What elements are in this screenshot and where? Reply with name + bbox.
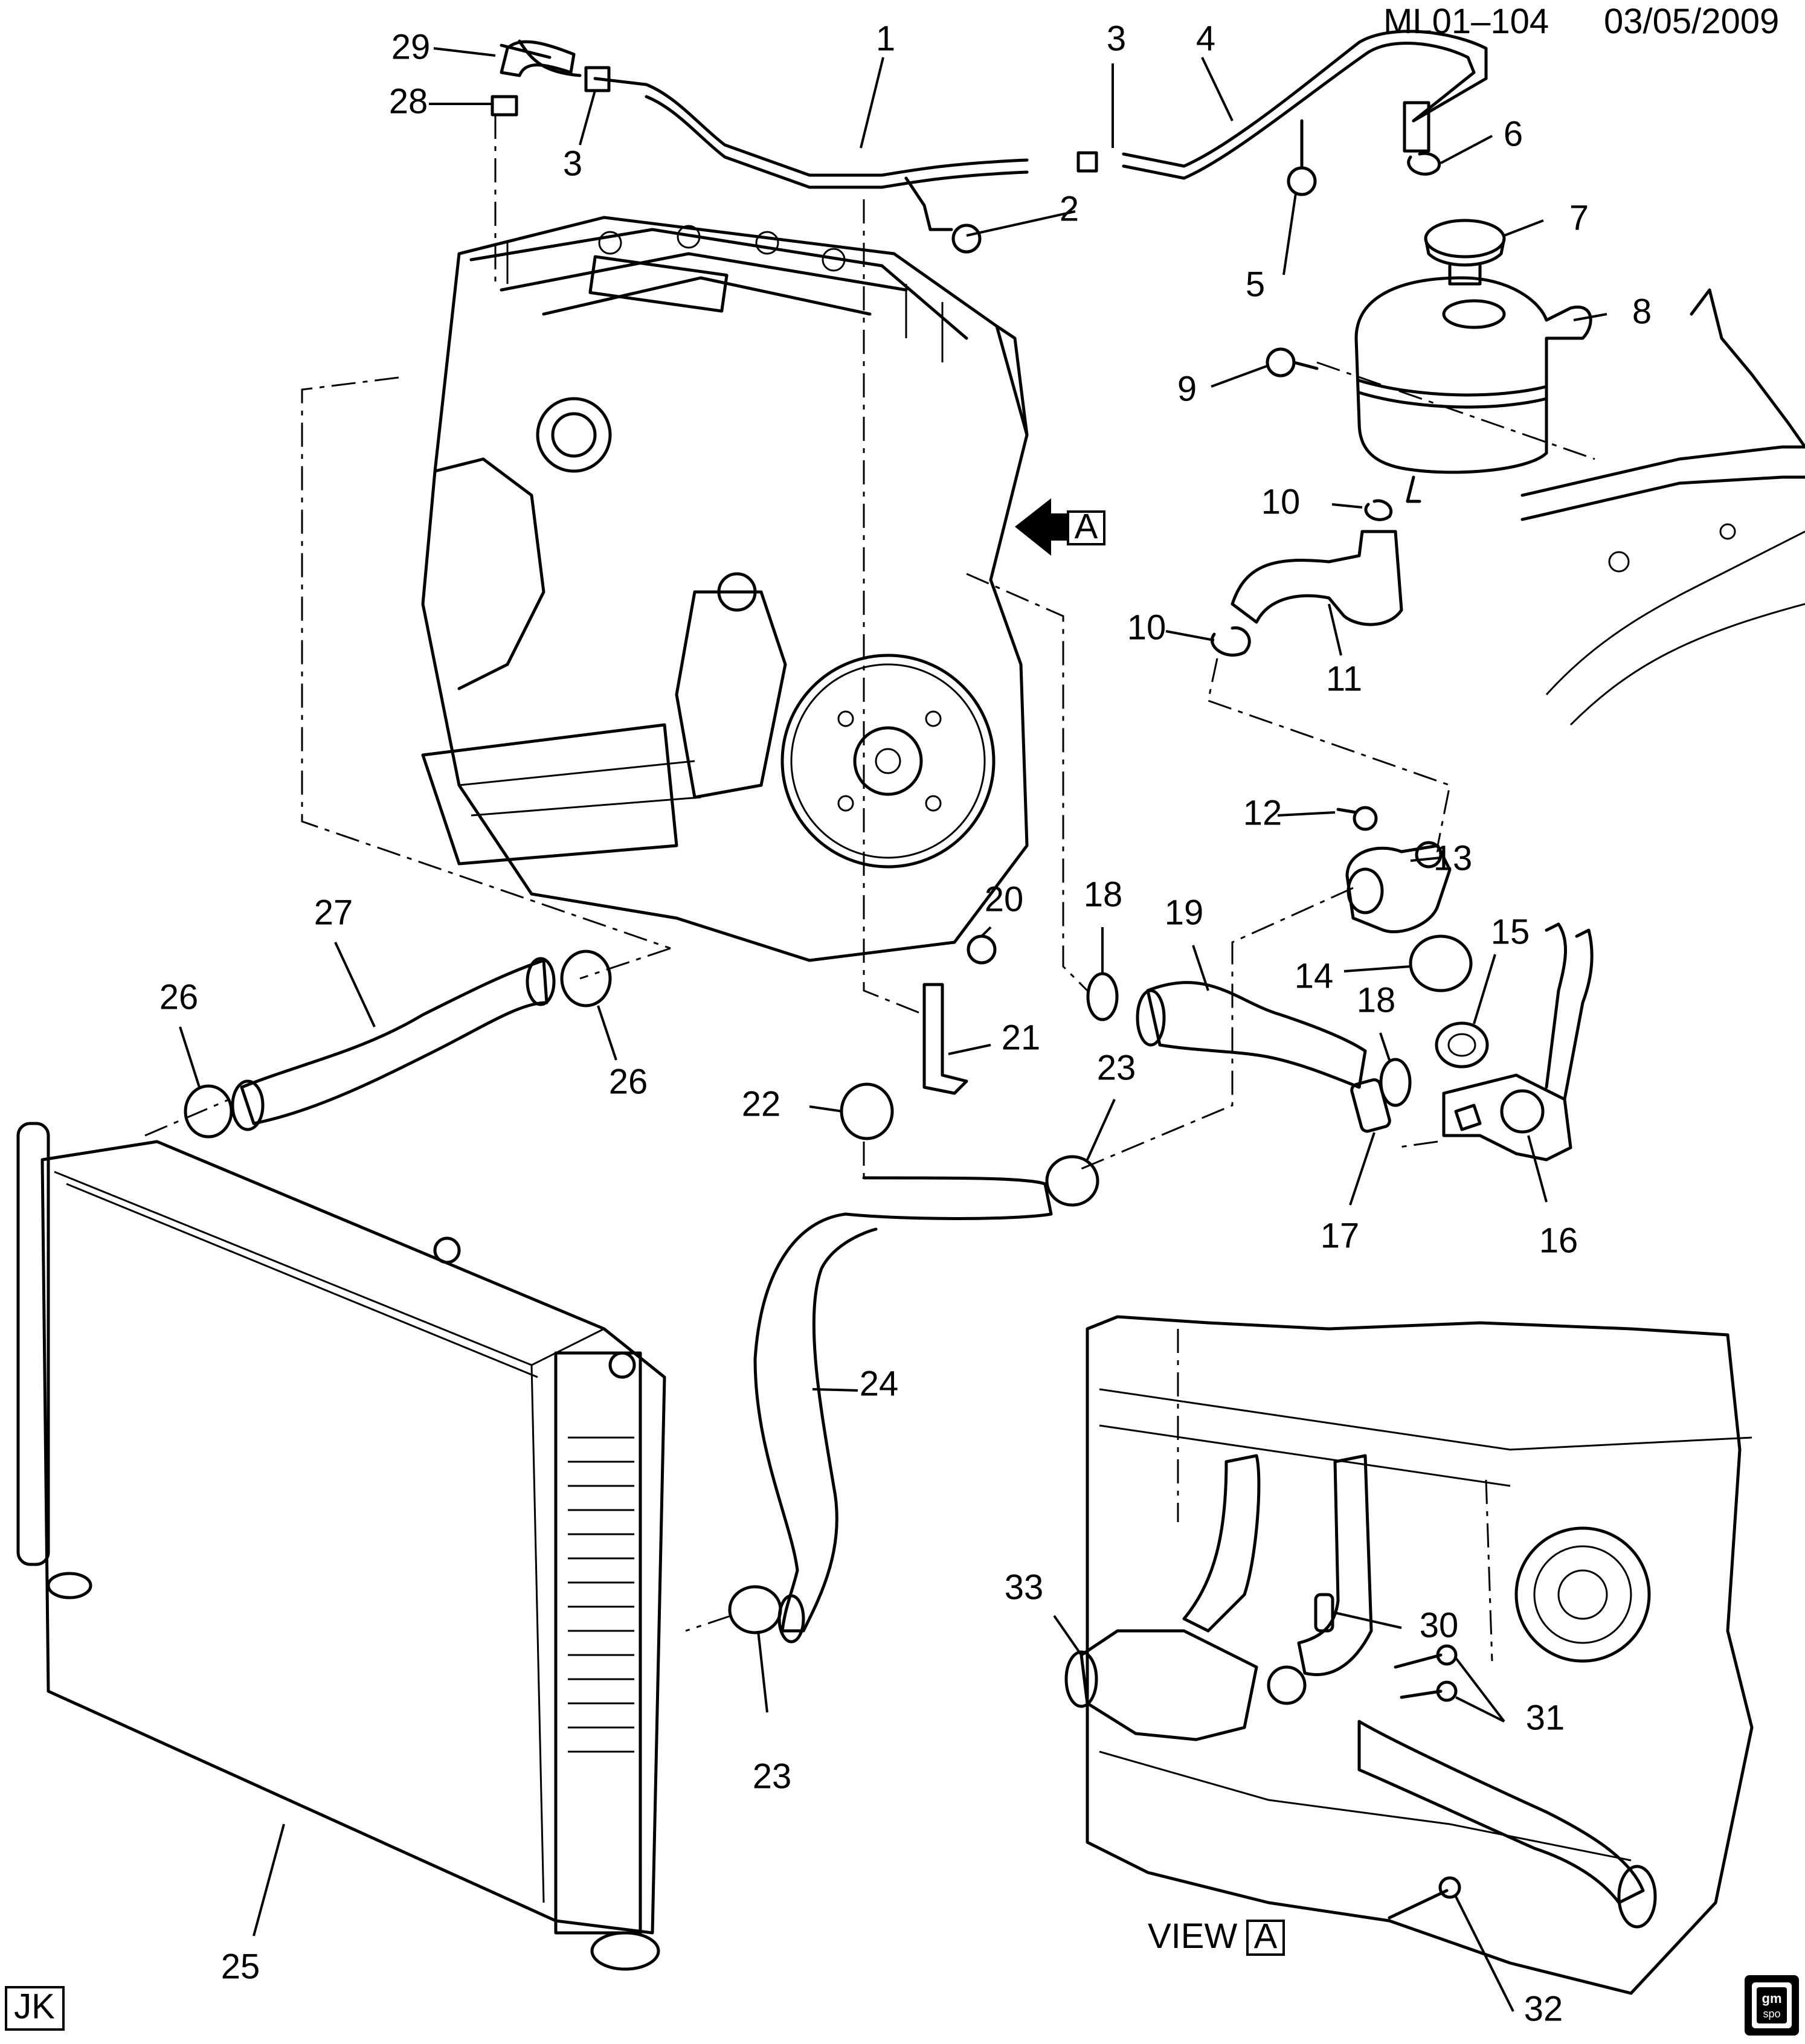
label-18-left: 18 <box>1084 875 1123 914</box>
o-ring-18-right <box>1379 1058 1412 1107</box>
clamp-26-left <box>184 1084 233 1139</box>
bolt-12 <box>1336 806 1378 831</box>
label-15: 15 <box>1491 912 1530 951</box>
svg-text:gm: gm <box>1762 1991 1782 2006</box>
label-26-left: 26 <box>159 977 199 1017</box>
clamp-10-lower <box>1210 626 1251 657</box>
label-33: 33 <box>1005 1567 1044 1607</box>
label-3-right: 3 <box>1107 19 1126 58</box>
label-10-lower: 10 <box>1127 608 1166 647</box>
label-5: 5 <box>1246 265 1265 304</box>
clamp-23-upper <box>1045 1155 1099 1207</box>
label-18-right: 18 <box>1357 980 1396 1020</box>
clamp-23-lower <box>728 1585 782 1634</box>
label-17: 17 <box>1321 1216 1360 1255</box>
label-31: 31 <box>1526 1698 1565 1737</box>
bolt-9 <box>1266 347 1319 378</box>
footer-code: JK <box>14 1987 55 2026</box>
label-12: 12 <box>1243 793 1282 832</box>
diagram-date: 03/05/2009 <box>1604 2 1779 41</box>
pushpin-2 <box>928 223 982 254</box>
label-14: 14 <box>1295 956 1334 995</box>
overflow-hose-assembly <box>500 30 1488 231</box>
clamp-10-upper <box>1364 499 1392 521</box>
clamp-6 <box>1407 152 1441 176</box>
water-outlet-housing-16 <box>1442 922 1594 1162</box>
label-20: 20 <box>985 879 1024 919</box>
label-28: 28 <box>389 82 428 121</box>
label-30: 30 <box>1420 1605 1459 1645</box>
view-label-letter: A <box>1254 1917 1278 1956</box>
label-29: 29 <box>391 27 431 66</box>
label-23-lower: 23 <box>753 1756 792 1796</box>
leader-lines <box>179 47 1607 2012</box>
lower-radiator-hose-24 <box>753 1176 1053 1633</box>
label-27: 27 <box>314 893 353 932</box>
view-a-detail: VIEW A <box>1064 1315 1754 1995</box>
label-7: 7 <box>1569 198 1589 237</box>
hose-11 <box>1231 530 1403 626</box>
label-8: 8 <box>1632 292 1652 331</box>
o-ring-18-left <box>1086 972 1119 1021</box>
view-a-arrow: A <box>1015 498 1105 556</box>
label-2: 2 <box>1060 189 1079 228</box>
clip-5 <box>1287 119 1317 196</box>
connector-lines <box>144 115 1595 1662</box>
label-32: 32 <box>1524 1989 1563 2028</box>
clamp-3-right <box>1076 151 1098 173</box>
part-labels: 1 2 3 3 4 5 6 7 8 9 10 10 11 12 13 14 15… <box>159 19 1652 2028</box>
svg-text:spo: spo <box>1763 2008 1780 2020</box>
hose-29 <box>500 40 576 77</box>
footer-code-box: JK <box>5 1986 65 2031</box>
clamp-26-right <box>560 950 612 1008</box>
label-22: 22 <box>742 1084 781 1123</box>
arrow-callout-letter: A <box>1075 507 1098 546</box>
coolant-pipe-19 <box>1136 981 1367 1089</box>
label-26-right: 26 <box>609 1062 648 1101</box>
upper-radiator-hose-27 <box>240 959 549 1125</box>
clamp-22 <box>840 1082 894 1140</box>
label-19: 19 <box>1165 893 1204 932</box>
label-13: 13 <box>1433 838 1473 878</box>
label-6: 6 <box>1504 114 1523 153</box>
label-24: 24 <box>860 1364 899 1403</box>
label-1: 1 <box>876 19 895 58</box>
label-16: 16 <box>1539 1221 1578 1260</box>
label-11: 11 <box>1326 659 1362 698</box>
seal-14 <box>1409 934 1473 992</box>
diagram-code: ML01–104 <box>1383 2 1549 41</box>
label-3-left: 3 <box>563 144 582 183</box>
label-10-upper: 10 <box>1261 482 1301 521</box>
clamp-3-left <box>584 66 611 92</box>
bracket-21 <box>922 983 968 1095</box>
clamp-28 <box>491 95 518 117</box>
label-9: 9 <box>1177 369 1197 408</box>
label-25: 25 <box>221 1947 260 1986</box>
radiator-25 <box>16 1122 666 1971</box>
view-label-text: VIEW <box>1148 1917 1237 1956</box>
front-frame <box>1520 288 1805 726</box>
thermostat-15 <box>1435 1021 1489 1069</box>
coolant-reservoir-8 <box>1354 276 1592 503</box>
gm-spo-logo: gm spo <box>1745 1975 1799 2036</box>
pressure-cap-7 <box>1424 219 1506 286</box>
pushpin-20 <box>967 934 997 965</box>
gasket-17 <box>1350 1078 1391 1133</box>
engine-assembly <box>421 216 1029 962</box>
label-21: 21 <box>1002 1018 1041 1057</box>
label-4: 4 <box>1196 19 1215 58</box>
label-23-upper: 23 <box>1097 1048 1136 1087</box>
